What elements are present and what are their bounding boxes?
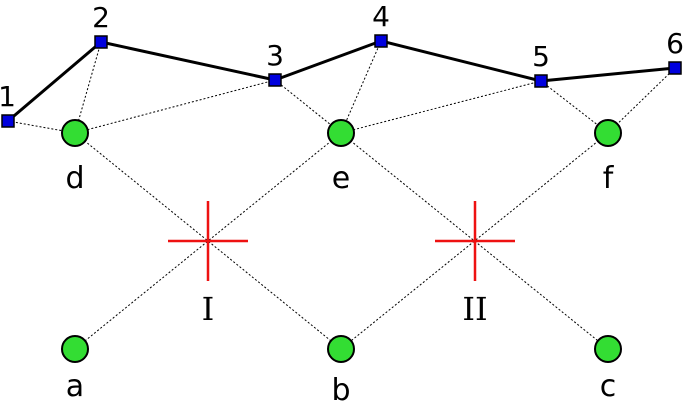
path-node-label-2: 2 <box>92 1 110 34</box>
edge-4-e <box>340 40 382 134</box>
path-node-label-5: 5 <box>532 40 550 73</box>
edge-f-b <box>340 132 609 350</box>
path-node-4 <box>374 34 388 48</box>
circle-node-e <box>327 119 355 147</box>
path-line <box>7 39 676 123</box>
path-nodes <box>1 34 682 128</box>
circle-node-label-a: a <box>66 369 84 403</box>
crossing-label-II: II <box>462 290 487 328</box>
edge-d-b <box>74 132 342 350</box>
circle-node-a <box>61 335 89 363</box>
edge-e-c <box>340 132 609 350</box>
path-node-6 <box>668 61 682 75</box>
crossing-marker-II <box>435 201 515 281</box>
circle-node-label-e: e <box>332 161 350 196</box>
circle-node-label-c: c <box>600 369 617 403</box>
circle-node-label-f: f <box>603 161 615 196</box>
path-node-label-6: 6 <box>666 27 684 60</box>
path-node-label-3: 3 <box>266 39 284 72</box>
edge-2-d <box>74 41 102 134</box>
circle-node-label-b: b <box>331 373 350 403</box>
path-node-2 <box>94 35 108 49</box>
circle-node-d <box>61 119 89 147</box>
circle-node-b <box>327 335 355 363</box>
edge-e-a <box>74 132 342 350</box>
circle-node-label-d: d <box>65 161 84 196</box>
edge-5-e <box>340 80 542 134</box>
path-node-1 <box>1 114 15 128</box>
circle-nodes <box>61 119 622 363</box>
dotted-edges <box>7 40 676 350</box>
circle-node-c <box>594 335 622 363</box>
circle-node-f <box>594 119 622 147</box>
crossing-label-I: I <box>202 290 215 328</box>
path-node-label-4: 4 <box>372 0 390 33</box>
path-node-5 <box>534 74 548 88</box>
path-node-label-1: 1 <box>0 80 16 113</box>
edge-6-f <box>607 67 676 134</box>
crossing-marker-I <box>168 201 248 281</box>
edge-3-d <box>74 79 276 134</box>
path-node-3 <box>268 73 282 87</box>
